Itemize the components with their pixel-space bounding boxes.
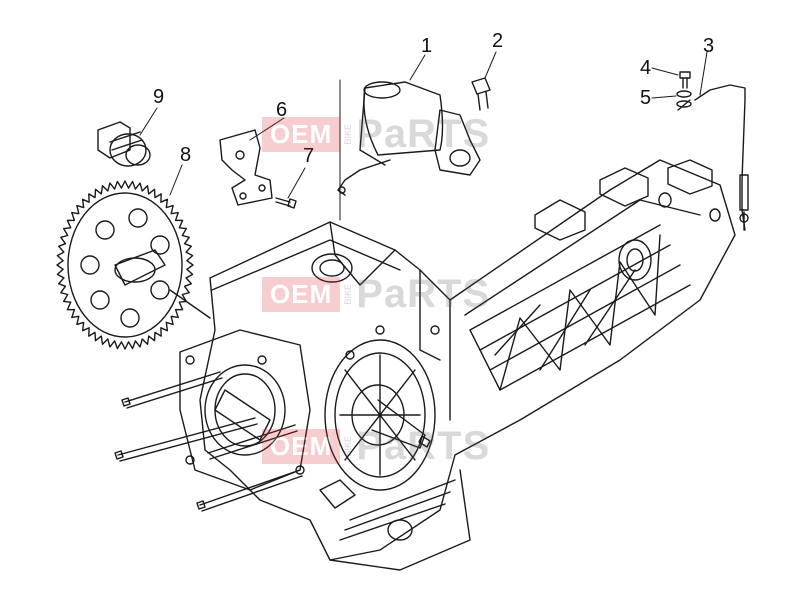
callout-4: 4 (640, 57, 652, 79)
callout-8: 8 (180, 144, 192, 166)
starter-gear-part-8 (56, 180, 211, 350)
callout-6: 6 (276, 99, 288, 121)
screw-and-washers (676, 71, 692, 111)
bracket-part-6 (219, 129, 273, 206)
cylinder-studs (114, 371, 303, 512)
callout-5: 5 (640, 87, 652, 109)
starter-motor (337, 81, 481, 196)
leader-lines (139, 51, 708, 221)
callout-3: 3 (703, 35, 715, 57)
cylinder-block (179, 329, 311, 491)
callout-1: 1 (421, 35, 433, 57)
callout-7: 7 (303, 145, 315, 167)
screw-part-7 (275, 197, 297, 209)
bolt-part-2 (471, 77, 491, 111)
gear-part-9 (97, 121, 151, 167)
crankshaft-pulley (319, 339, 471, 571)
callout-2: 2 (492, 30, 504, 52)
cable-part-3 (694, 84, 749, 231)
callout-9: 9 (153, 86, 165, 108)
crankcase (199, 159, 736, 561)
